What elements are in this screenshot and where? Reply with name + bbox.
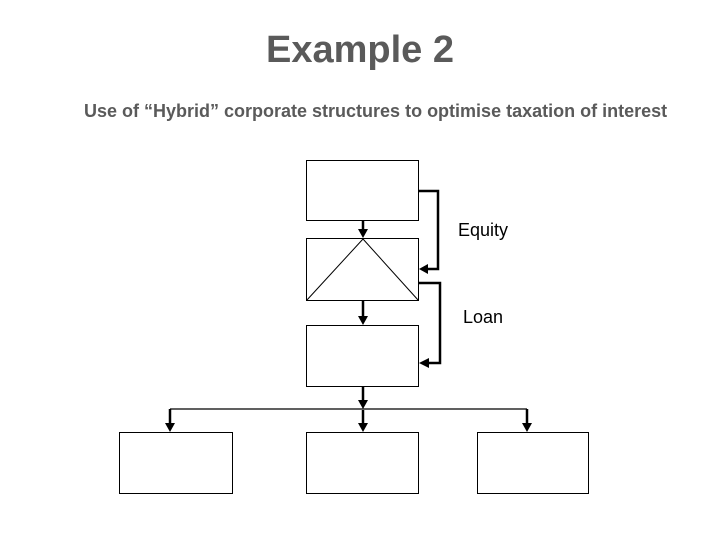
- loan-label: Loan: [463, 307, 504, 327]
- arrow-parent-to-hybrid: [358, 221, 368, 238]
- slide-title: Example 2: [266, 29, 454, 71]
- arrow-branch-to-bottom-left: [165, 409, 175, 432]
- arrow-branch-to-bottom-right: [522, 409, 532, 432]
- equity-connector-arrow: [419, 189, 440, 274]
- org-box-bottom-center: [306, 432, 419, 494]
- org-box-subsidiary: [306, 325, 419, 387]
- slide-subtitle: Use of “Hybrid” corporate structures to …: [84, 101, 668, 121]
- org-box-bottom-right: [477, 432, 589, 494]
- arrow-subsidiary-to-branch: [358, 387, 368, 409]
- equity-label: Equity: [458, 220, 509, 240]
- arrow-branch-to-bottom-center: [358, 410, 368, 432]
- org-box-hybrid-entity: [306, 238, 419, 301]
- org-box-bottom-left: [119, 432, 233, 494]
- arrow-hybrid-to-subsidiary: [358, 301, 368, 325]
- org-box-parent: [306, 160, 419, 221]
- loan-connector-arrow: [419, 281, 442, 368]
